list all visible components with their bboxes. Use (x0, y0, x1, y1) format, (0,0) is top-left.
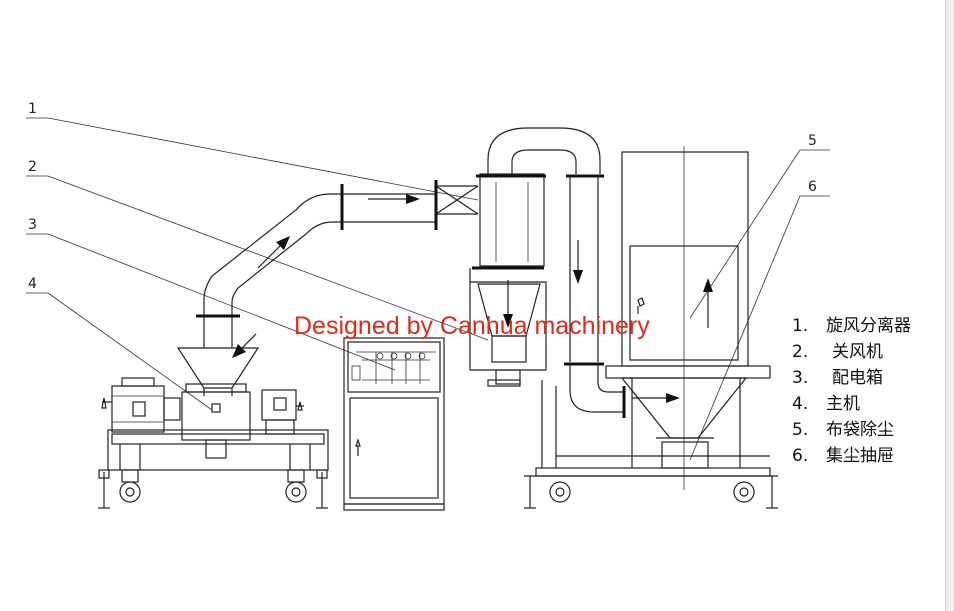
watermark-text: Designed by Canhua machinery (294, 312, 650, 340)
legend-num-5: 5. (792, 420, 808, 440)
legend-label-1: 旋风分离器 (826, 316, 911, 336)
callout-6: 6 (808, 179, 817, 195)
main-mill (98, 347, 329, 509)
callout-2: 2 (28, 159, 37, 175)
electric-control-box (343, 337, 445, 511)
legend-num-6: 6. (792, 446, 808, 466)
legend-label-5: 布袋除尘 (826, 420, 894, 440)
callout-3: 3 (28, 217, 37, 233)
callout-4: 4 (28, 276, 37, 292)
legend-num-1: 1. (792, 316, 808, 336)
legend-label-6: 集尘抽屉 (826, 446, 894, 466)
legend: 1. 旋风分离器 2. 关风机 3. 配电箱 4. 主机 5. 布袋除尘 6. … (792, 316, 911, 466)
legend-label-3: 配电箱 (832, 368, 883, 388)
legend-label-4: 主机 (826, 394, 860, 414)
legend-num-4: 4. (792, 394, 808, 414)
callout-1: 1 (28, 101, 37, 117)
callout-5: 5 (808, 133, 817, 149)
transfer-pipe (196, 180, 479, 348)
downpipe (564, 176, 626, 418)
legend-num-3: 3. (792, 368, 808, 388)
legend-num-2: 2. (792, 342, 808, 362)
cyclone-separator (469, 127, 604, 387)
bag-dust-collector (524, 146, 778, 509)
legend-label-2: 关风机 (832, 342, 883, 362)
flow-arrows (232, 194, 713, 403)
vertical-scrollbar[interactable] (945, 0, 954, 611)
